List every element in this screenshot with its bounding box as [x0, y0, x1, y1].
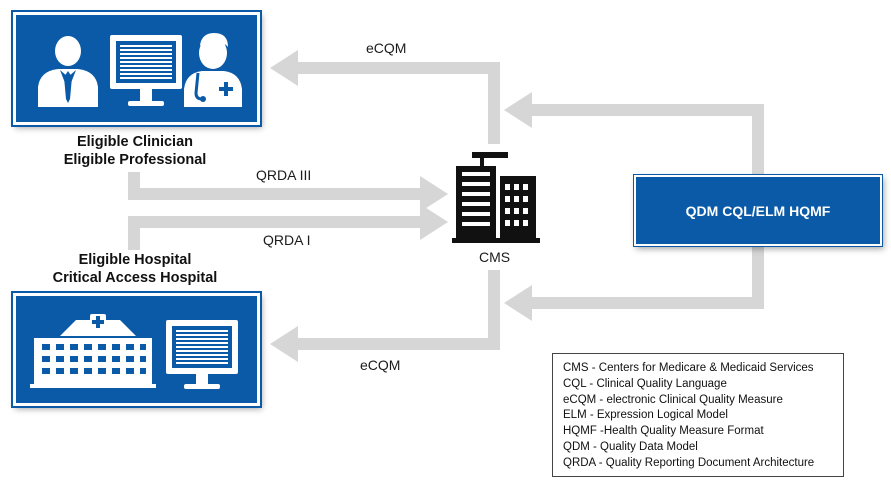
cms-label: CMS [479, 249, 511, 265]
legend-item: QRDA - Quality Reporting Document Archit… [563, 456, 815, 469]
legend-item: CQL - Clinical Quality Language [563, 377, 727, 390]
arrow-qrda3-horizontal [128, 188, 422, 200]
arrow-ecqm-top-horizontal [296, 62, 500, 74]
measure-standards-box: QDM CQL/ELM HQMF [634, 175, 882, 246]
legend-item: eCQM - electronic Clinical Quality Measu… [563, 393, 783, 406]
clinician-caption-line1: Eligible Clinician [76, 134, 194, 150]
clinician-caption: Eligible Clinician Eligible Professional [40, 133, 230, 169]
measure-standards-label: QDM CQL/ELM HQMF [685, 202, 831, 219]
acronym-legend: CMS - Centers for Medicare & Medicaid Se… [552, 353, 844, 477]
ecqm-top-label: eCQM [366, 40, 407, 56]
hospital-panel-icons [30, 314, 238, 389]
monitor-icon [166, 320, 238, 389]
clinician-caption-line2: Eligible Professional [63, 152, 207, 168]
clinician-panel-icons [38, 33, 242, 107]
legend-item: HQMF -Health Quality Measure Format [563, 425, 764, 438]
hospital-caption-line2: Critical Access Hospital [52, 270, 218, 286]
arrow-ecqm-top-vertical [488, 62, 500, 144]
legend-item: CMS - Centers for Medicare & Medicaid Se… [563, 362, 814, 374]
hospital-caption: Eligible Hospital Critical Access Hospit… [30, 251, 240, 287]
arrow-qrda1-horizontal [128, 216, 422, 228]
arrow-qrda1-head [420, 204, 448, 240]
ecqm-bottom-label: eCQM [360, 357, 401, 373]
businessman-icon [38, 36, 98, 107]
doctor-icon [184, 33, 242, 107]
arrow-ecqm-bottom-head [270, 326, 298, 362]
qrda1-label: QRDA I [263, 232, 311, 248]
arrow-measure-bottom-horizontal [530, 297, 764, 309]
arrow-measure-top-horizontal [530, 104, 764, 116]
arrow-measure-bottom-head [504, 285, 532, 321]
hospital-caption-line1: Eligible Hospital [78, 252, 192, 268]
legend-item: QDM - Quality Data Model [563, 440, 698, 453]
arrow-measure-bottom-vertical [752, 243, 764, 309]
monitor-icon [110, 35, 182, 106]
arrow-ecqm-bottom-horizontal [296, 338, 500, 350]
hospital-building-icon [30, 314, 156, 388]
arrow-ecqm-bottom-vertical [488, 270, 500, 350]
arrow-measure-top-vertical [752, 104, 764, 176]
legend-item: ELM - Expression Logical Model [563, 409, 728, 422]
clinician-panel [13, 12, 260, 125]
qrda3-label: QRDA III [256, 167, 312, 183]
arrow-ecqm-top-head [270, 50, 298, 86]
cms-building-icon [452, 152, 540, 243]
hospital-panel [13, 293, 260, 406]
arrow-measure-top-head [504, 92, 532, 128]
arrow-qrda3-head [420, 176, 448, 212]
